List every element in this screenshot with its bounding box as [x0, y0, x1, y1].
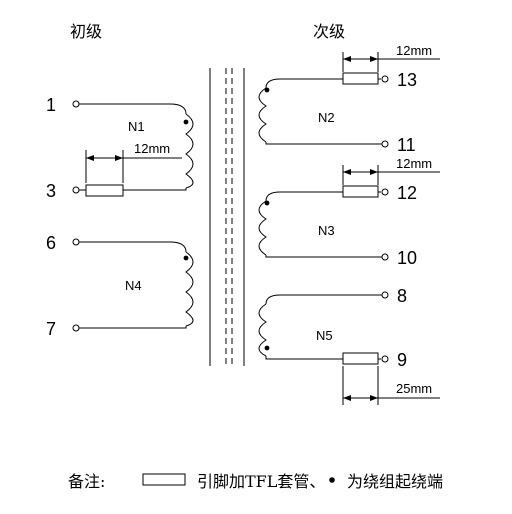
start-dot-n4	[183, 255, 189, 261]
pin-12-terminal	[381, 188, 389, 196]
note-dot-symbol	[329, 477, 335, 483]
secondary-label: 次级	[313, 22, 345, 41]
sleeve-pin-9	[342, 352, 379, 365]
pin-3-terminal	[72, 186, 80, 194]
note-dot-text: 为绕组起绕端	[347, 472, 443, 491]
pin-6-terminal	[72, 238, 80, 246]
start-dot-n5	[264, 345, 270, 351]
pin-13-label: 13	[397, 70, 417, 90]
winding-n2	[258, 78, 382, 145]
pin-9-terminal	[381, 355, 389, 363]
transformer-core	[209, 68, 245, 366]
pin-10-terminal	[381, 253, 389, 261]
n2-label: N2	[318, 110, 335, 125]
note-sleeve-text: 引脚加TFL套管、	[197, 472, 325, 491]
dim-n1-label: 12mm	[134, 141, 170, 156]
pin-9-label: 9	[397, 350, 407, 370]
sleeve-pin-13	[342, 72, 379, 85]
n3-label: N3	[318, 223, 335, 238]
pin-1-label: 1	[46, 95, 56, 115]
pin-1-terminal	[72, 100, 80, 108]
primary-label: 初级	[70, 22, 102, 41]
note-sleeve-symbol	[142, 473, 186, 486]
pin-11-label: 11	[397, 135, 416, 155]
dim-9-label: 25mm	[396, 381, 432, 396]
winding-n3	[258, 191, 382, 258]
dimension-pin-9-sleeve	[342, 366, 440, 405]
pin-7-label: 7	[46, 319, 56, 339]
pin-8-terminal	[381, 291, 389, 299]
pin-10-label: 10	[397, 248, 417, 268]
pin-7-terminal	[72, 324, 80, 332]
n1-label: N1	[128, 119, 145, 134]
pin-6-label: 6	[46, 233, 56, 253]
start-dot-n2	[264, 87, 270, 93]
winding-n5	[258, 294, 382, 360]
n5-label: N5	[316, 328, 333, 343]
pin-12-label: 12	[397, 183, 417, 203]
winding-n1	[79, 103, 194, 191]
start-dot-n1	[183, 119, 189, 125]
pin-11-terminal	[381, 140, 389, 148]
sleeve-pin-3	[85, 184, 124, 197]
note-prefix: 备注:	[68, 472, 105, 491]
sleeve-pin-12	[342, 185, 379, 198]
dimension-pin-13-sleeve	[342, 52, 440, 72]
winding-n4	[79, 241, 194, 329]
pin-3-label: 3	[46, 181, 56, 201]
start-dot-n3	[264, 200, 270, 206]
pin-13-terminal	[381, 75, 389, 83]
dim-13-label: 12mm	[396, 43, 432, 58]
pin-8-label: 8	[397, 286, 407, 306]
dimension-n1-sleeve	[85, 150, 182, 183]
dimension-pin-12-sleeve	[342, 165, 440, 185]
n4-label: N4	[125, 278, 142, 293]
dim-12-label: 12mm	[396, 156, 432, 171]
